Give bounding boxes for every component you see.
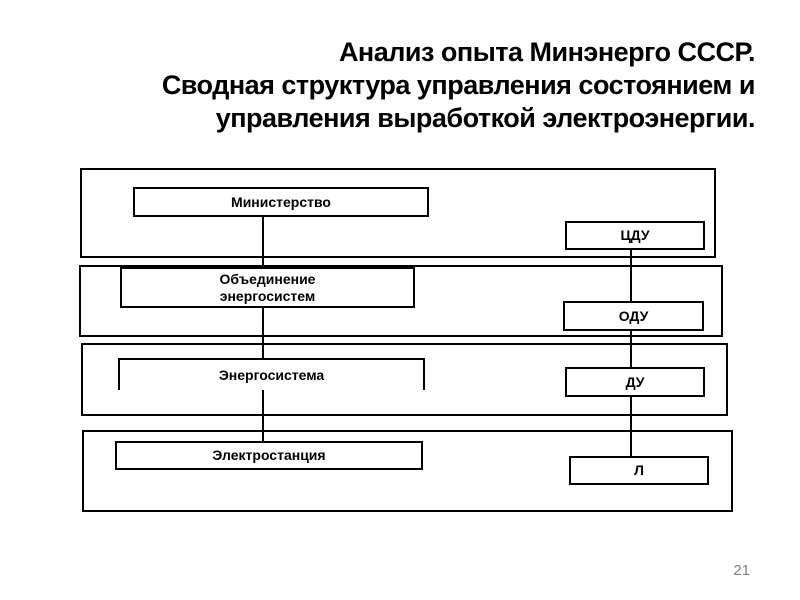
node-ministry: Министерство bbox=[133, 187, 429, 217]
connector-odu-to-du bbox=[630, 331, 632, 367]
node-energy-system: Энергосистема bbox=[118, 358, 425, 390]
connector-du-to-l bbox=[630, 397, 632, 456]
connector-cdu-to-odu bbox=[630, 250, 632, 301]
node-cdu: ЦДУ bbox=[565, 221, 705, 250]
slide-title-line-3: управления выработкой электроэнергии. bbox=[215, 103, 756, 133]
node-odu: ОДУ bbox=[563, 301, 704, 331]
connector-energy-system-to-power-plant bbox=[262, 390, 264, 441]
slide-title-line-1: Анализ опыта Минэнерго СССР. bbox=[338, 37, 756, 67]
node-l: Л bbox=[569, 456, 709, 485]
level-band-energy-system bbox=[81, 343, 728, 416]
node-union-of-energy-systems: Объединение энергосистем bbox=[120, 267, 415, 308]
node-du: ДУ bbox=[565, 367, 705, 397]
page-number: 21 bbox=[733, 562, 750, 579]
connector-union-to-energy-system bbox=[262, 306, 264, 358]
connector-ministry-to-union bbox=[262, 217, 264, 268]
node-power-plant: Электростанция bbox=[115, 441, 423, 470]
slide-title: Анализ опыта Минэнерго СССР. Сводная стр… bbox=[55, 36, 756, 135]
slide-title-line-2: Сводная структура управления состоянием … bbox=[161, 70, 756, 100]
level-band-ministry bbox=[80, 168, 716, 258]
level-band-union bbox=[79, 265, 723, 337]
level-band-power-plant bbox=[82, 430, 733, 512]
